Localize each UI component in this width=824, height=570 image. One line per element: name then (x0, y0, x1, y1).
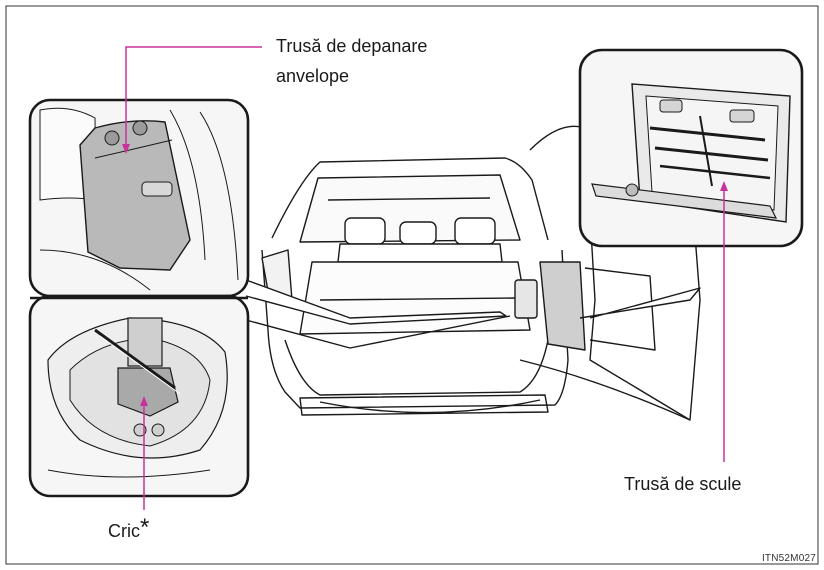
callout-arrow-jack (140, 396, 148, 406)
callout-lines (122, 46, 728, 510)
jack-label-text: Cric (108, 521, 140, 541)
inset-jack (28, 294, 250, 498)
vehicle-rear-view (245, 125, 701, 421)
inset-tire-repair-kit (28, 98, 250, 298)
callout-arrow-tool-kit (720, 181, 728, 191)
callout-line-tire-kit (125, 46, 262, 150)
inset-tool-kit (578, 48, 804, 248)
callout-arrow-tire-kit (122, 144, 130, 154)
tire-repair-kit-label-line2: anvelope (276, 66, 350, 86)
jack-footnote-mark: * (140, 514, 150, 541)
figure-frame (5, 5, 819, 565)
tire-repair-kit-label-line1: Trusă de depanare (276, 36, 428, 56)
figure-code: ITN52M027 (761, 553, 816, 564)
tool-kit-label: Trusă de scule (624, 474, 742, 494)
jack-label: Cric* (108, 516, 149, 543)
